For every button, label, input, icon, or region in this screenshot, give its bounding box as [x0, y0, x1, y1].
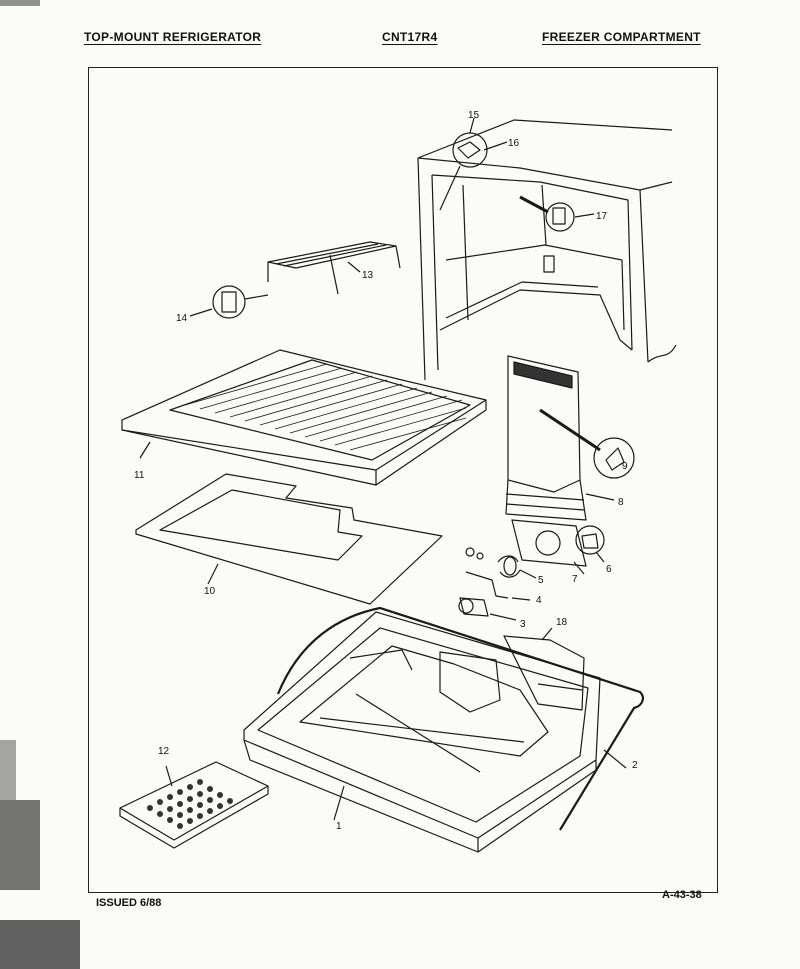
scan-edge-mark: [0, 800, 40, 890]
callout-12: 12: [158, 746, 170, 757]
part-3-fan-motor: [458, 597, 517, 621]
issue-date: ISSUED 6/88: [96, 897, 162, 909]
scan-edge-mark: [0, 920, 80, 969]
callout-10: 10: [204, 586, 216, 597]
diagram-frame: [88, 67, 718, 893]
header-title: TOP-MOUNT REFRIGERATOR: [84, 30, 262, 44]
callout-14: 14: [176, 313, 188, 324]
part-5-fan-blade: [465, 547, 537, 579]
callout-1: 1: [336, 821, 342, 832]
part-13-shelf-rack: [267, 241, 401, 295]
callout-16: 16: [508, 138, 520, 149]
freezer-cabinet: [417, 119, 677, 381]
callout-9: 9: [622, 461, 628, 472]
part-9-detail-circle: [593, 437, 635, 479]
callout-18: 18: [556, 617, 568, 628]
part-16-detail-circle: [452, 132, 488, 168]
part-18-cover: [503, 627, 585, 711]
callout-13: 13: [362, 270, 374, 281]
header-model-number: CNT17R4: [382, 30, 438, 44]
part-11-freezer-shelf: [121, 349, 487, 486]
part-1-freezer-pan: [243, 611, 601, 853]
header-section: FREEZER COMPARTMENT: [542, 30, 701, 44]
callout-17: 17: [596, 211, 608, 222]
part-11-shelf-grille: [184, 363, 467, 451]
callout-7: 7: [572, 574, 578, 585]
part-14-detail-circle: [212, 285, 246, 319]
scan-edge-mark: [0, 0, 40, 6]
scan-edge-mark: [0, 740, 16, 800]
part-17-detail-circle: [545, 202, 575, 232]
callout-6: 6: [606, 564, 612, 575]
callout-4: 4: [536, 595, 542, 606]
callout-15: 15: [468, 110, 480, 121]
part-12-ice-tray-cells: [147, 779, 233, 829]
part-4-bracket: [465, 571, 509, 599]
part-7-fan-shroud: [511, 519, 587, 575]
page-code: A-43-38: [662, 889, 702, 901]
callout-5: 5: [538, 575, 544, 586]
part-6-detail-circle: [575, 525, 605, 555]
callout-8: 8: [618, 497, 624, 508]
part-8-air-duct: [505, 355, 615, 521]
part-12-ice-tray: [119, 761, 269, 849]
callout-3: 3: [520, 619, 526, 630]
callout-2: 2: [632, 760, 638, 771]
part-2-trim: [276, 606, 644, 831]
callout-11: 11: [134, 470, 145, 481]
part-10-panel: [135, 473, 443, 605]
